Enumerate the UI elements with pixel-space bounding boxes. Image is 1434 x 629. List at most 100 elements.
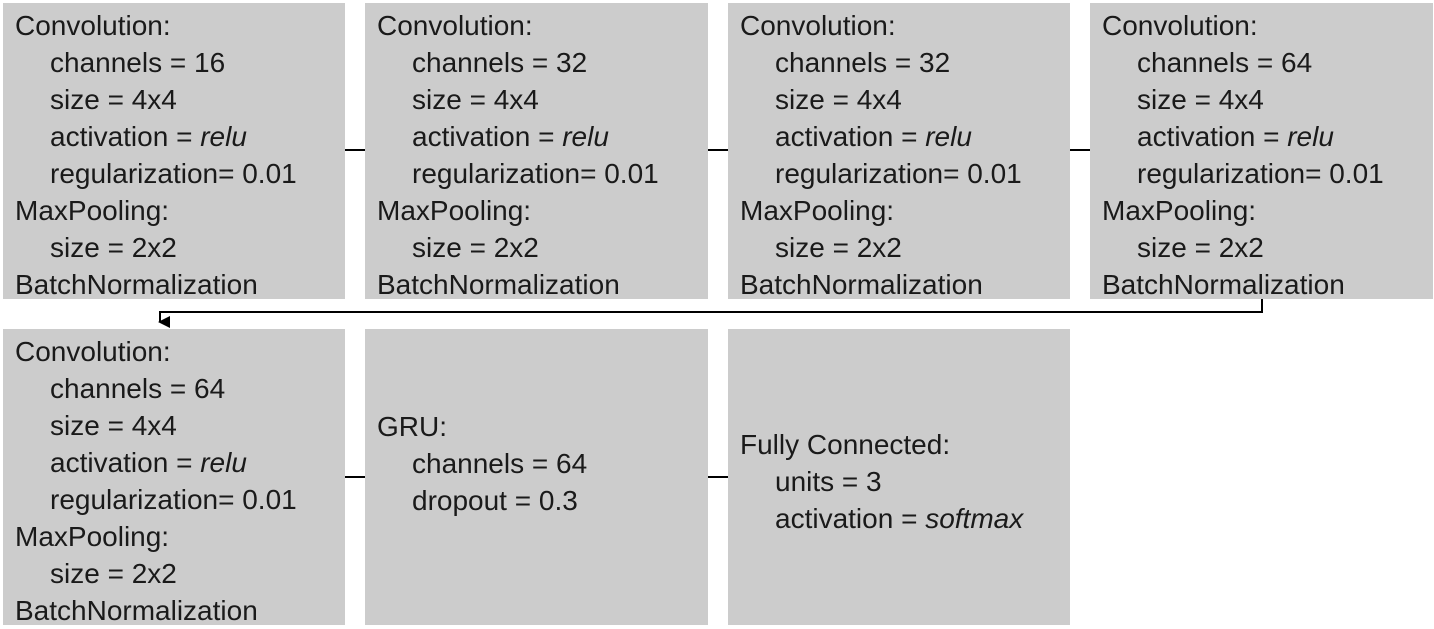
block-line: dropout = 0.3 — [377, 482, 708, 519]
line-text: channels = 16 — [50, 47, 226, 78]
block-line: Convolution: — [1102, 7, 1433, 44]
conv-block-2: Convolution: channels = 32 size = 4x4 activ… — [365, 3, 708, 300]
line-text: size = 2x2 — [50, 558, 177, 589]
line-text: Convolution: — [740, 10, 896, 41]
line-emphasis: relu — [200, 121, 247, 152]
block-line: size = 2x2 — [740, 229, 1070, 266]
block-line: activation = softmax — [740, 500, 1070, 537]
line-text: Fully Connected: — [740, 429, 951, 460]
block-line: Convolution: — [740, 7, 1070, 44]
line-text: size = 2x2 — [775, 232, 902, 263]
line-text: activation = — [412, 121, 563, 152]
block-line: BatchNormalization — [15, 266, 345, 303]
line-text: channels = 32 — [775, 47, 951, 78]
block-line: activation = relu — [1102, 118, 1433, 155]
line-text: size = 4x4 — [1137, 84, 1264, 115]
line-text: regularization= 0.01 — [412, 158, 659, 189]
block-line: size = 2x2 — [15, 555, 345, 592]
block-line: activation = relu — [740, 118, 1070, 155]
gru-block: GRU: channels = 64 dropout = 0.3 — [365, 329, 708, 625]
block-line: MaxPooling: — [1102, 192, 1433, 229]
block-line: BatchNormalization — [1102, 266, 1433, 303]
line-text: dropout = 0.3 — [412, 485, 578, 516]
block-line: channels = 32 — [740, 44, 1070, 81]
line-text: size = 4x4 — [50, 410, 177, 441]
line-text: activation = — [50, 121, 201, 152]
block-line: channels = 64 — [15, 370, 345, 407]
line-text: BatchNormalization — [15, 595, 258, 626]
line-emphasis: relu — [562, 121, 609, 152]
block-line: Fully Connected: — [740, 426, 1070, 463]
block-line: units = 3 — [740, 463, 1070, 500]
line-emphasis: relu — [925, 121, 972, 152]
block-line: MaxPooling: — [15, 518, 345, 555]
block-line: size = 2x2 — [1102, 229, 1433, 266]
line-text: channels = 64 — [1137, 47, 1313, 78]
block-line: size = 4x4 — [740, 81, 1070, 118]
line-text: size = 2x2 — [412, 232, 539, 263]
line-emphasis: softmax — [925, 503, 1024, 534]
line-text: activation = — [1137, 121, 1288, 152]
block-line: Convolution: — [15, 333, 345, 370]
block-line: size = 4x4 — [15, 407, 345, 444]
block-line: Convolution: — [15, 7, 345, 44]
block-line: regularization= 0.01 — [15, 155, 345, 192]
line-text: Convolution: — [15, 10, 171, 41]
line-text: MaxPooling: — [15, 195, 170, 226]
block-line: regularization= 0.01 — [1102, 155, 1433, 192]
block-line: BatchNormalization — [740, 266, 1070, 303]
block-line: size = 2x2 — [377, 229, 708, 266]
line-text: regularization= 0.01 — [775, 158, 1022, 189]
block-line: regularization= 0.01 — [377, 155, 708, 192]
block-line: regularization= 0.01 — [15, 481, 345, 518]
block-line: size = 4x4 — [1102, 81, 1433, 118]
line-text: regularization= 0.01 — [50, 484, 297, 515]
line-emphasis: relu — [200, 447, 247, 478]
line-text: regularization= 0.01 — [50, 158, 297, 189]
line-text: activation = — [50, 447, 201, 478]
block-line: channels = 64 — [1102, 44, 1433, 81]
line-text: Convolution: — [1102, 10, 1258, 41]
line-text: BatchNormalization — [740, 269, 983, 300]
block-line: activation = relu — [15, 444, 345, 481]
line-text: regularization= 0.01 — [1137, 158, 1384, 189]
line-text: size = 2x2 — [50, 232, 177, 263]
block-line: activation = relu — [15, 118, 345, 155]
block-line: channels = 64 — [377, 445, 708, 482]
line-text: Convolution: — [377, 10, 533, 41]
line-text: MaxPooling: — [740, 195, 895, 226]
line-text: channels = 64 — [50, 373, 226, 404]
block-line: BatchNormalization — [15, 592, 345, 629]
block-line: channels = 32 — [377, 44, 708, 81]
line-emphasis: relu — [1287, 121, 1334, 152]
line-text: BatchNormalization — [15, 269, 258, 300]
line-text: MaxPooling: — [15, 521, 170, 552]
line-text: channels = 32 — [412, 47, 588, 78]
block-line: MaxPooling: — [740, 192, 1070, 229]
block-line: BatchNormalization — [377, 266, 708, 303]
line-text: size = 4x4 — [50, 84, 177, 115]
line-text: activation = — [775, 503, 926, 534]
line-text: channels = 64 — [412, 448, 588, 479]
block-line: size = 2x2 — [15, 229, 345, 266]
line-text: activation = — [775, 121, 926, 152]
line-text: GRU: — [377, 411, 447, 442]
line-text: size = 4x4 — [775, 84, 902, 115]
line-text: units = 3 — [775, 466, 882, 497]
block-line: regularization= 0.01 — [740, 155, 1070, 192]
block-line: size = 4x4 — [15, 81, 345, 118]
block-line: Convolution: — [377, 7, 708, 44]
block-line: MaxPooling: — [377, 192, 708, 229]
block-line: size = 4x4 — [377, 81, 708, 118]
line-text: BatchNormalization — [1102, 269, 1345, 300]
block-line: channels = 16 — [15, 44, 345, 81]
block-line: GRU: — [377, 408, 708, 445]
line-text: size = 4x4 — [412, 84, 539, 115]
block-line: MaxPooling: — [15, 192, 345, 229]
line-text: size = 2x2 — [1137, 232, 1264, 263]
line-text: MaxPooling: — [1102, 195, 1257, 226]
